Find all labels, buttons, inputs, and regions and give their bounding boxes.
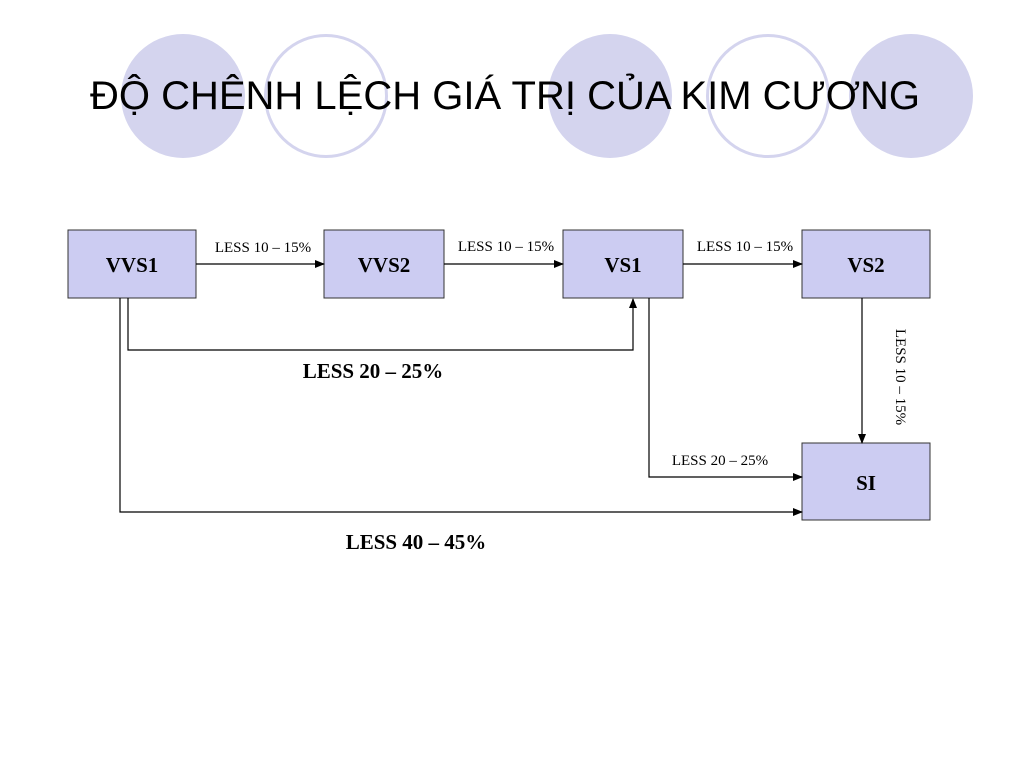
edge-vs1-si-label: LESS 20 – 25% bbox=[672, 453, 768, 469]
node-vs1-label: VS1 bbox=[604, 253, 641, 277]
node-vvs1: VVS1 bbox=[67, 229, 197, 299]
node-vvs2-label: VVS2 bbox=[358, 253, 411, 277]
edge-vs1-si bbox=[648, 298, 803, 481]
node-vs2: VS2 bbox=[801, 229, 931, 299]
decorative-circle bbox=[706, 34, 830, 158]
edge-vvs1-vs1 bbox=[127, 298, 637, 351]
edge-vs2-si-label: LESS 10 – 15% bbox=[892, 329, 908, 425]
edge-vvs2-vs1-label: LESS 10 – 15% bbox=[458, 239, 554, 255]
node-vvs2: VVS2 bbox=[323, 229, 445, 299]
edge-vvs1-vs1-label: LESS 20 – 25% bbox=[303, 359, 444, 383]
node-vs1: VS1 bbox=[562, 229, 684, 299]
edge-vs1-vs2-label: LESS 10 – 15% bbox=[697, 239, 793, 255]
decorative-circle bbox=[548, 34, 672, 158]
node-si: SI bbox=[801, 442, 931, 521]
edge-vvs1-vvs2-label: LESS 10 – 15% bbox=[215, 240, 311, 256]
page-title: ĐỘ CHÊNH LỆCH GIÁ TRỊ CỦA KIM CƯƠNG bbox=[89, 74, 921, 118]
edge-vvs1-si bbox=[119, 298, 803, 516]
node-vvs1-label: VVS1 bbox=[106, 253, 159, 277]
node-si-label: SI bbox=[856, 471, 876, 495]
decorative-circle bbox=[849, 34, 973, 158]
decorative-circle bbox=[264, 34, 388, 158]
edge-vvs1-si-label: LESS 40 – 45% bbox=[346, 530, 487, 554]
node-vs2-label: VS2 bbox=[847, 253, 884, 277]
decorative-circle bbox=[121, 34, 245, 158]
